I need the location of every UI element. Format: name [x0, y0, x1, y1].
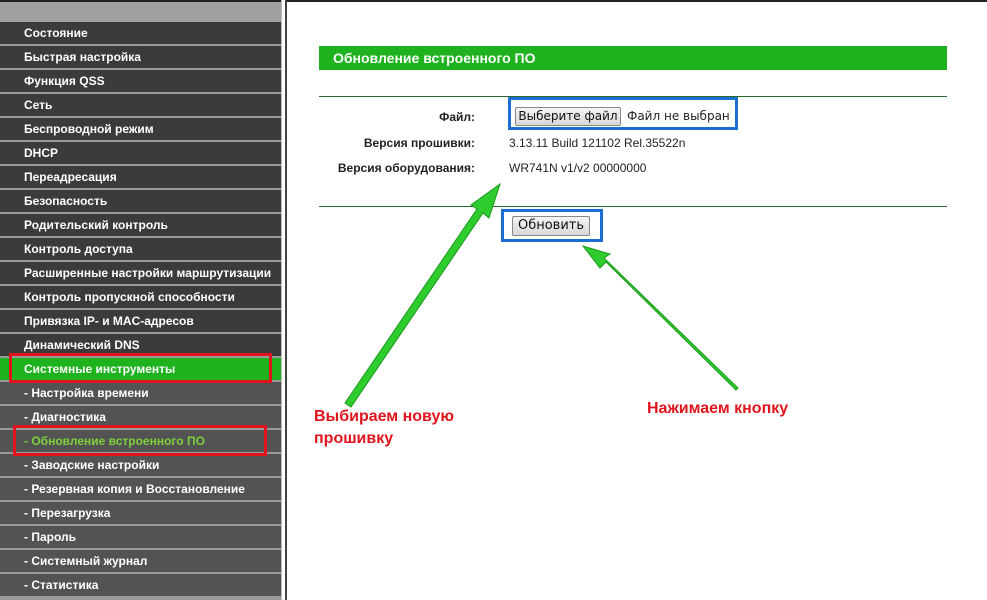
sidebar-item[interactable]: Безопасность	[0, 190, 281, 212]
sidebar-item[interactable]: Беспроводной режим	[0, 118, 281, 140]
hardware-version-value: WR741N v1/v2 00000000	[509, 161, 647, 175]
arrow-icon	[344, 182, 501, 408]
sidebar-item[interactable]: - Системный журнал	[0, 550, 281, 572]
arrow-icon	[581, 245, 739, 391]
file-label: Файл:	[439, 110, 475, 124]
sidebar-item[interactable]: Быстрая настройка	[0, 46, 281, 68]
sidebar-item[interactable]: Контроль доступа	[0, 238, 281, 260]
annotation-press-button: Нажимаем кнопку	[647, 400, 789, 417]
divider	[319, 96, 947, 97]
sidebar-item[interactable]: - Перезагрузка	[0, 502, 281, 524]
sidebar-item[interactable]: - Настройка времени	[0, 382, 281, 404]
firmware-version-value: 3.13.11 Build 121102 Rel.35522n	[509, 136, 686, 150]
sidebar-item[interactable]: Родительский контроль	[0, 214, 281, 236]
highlight-firmware-update	[13, 425, 267, 456]
highlight-system-tools	[9, 353, 272, 383]
sidebar-item[interactable]: - Статистика	[0, 574, 281, 596]
annotation-choose-firmware: Выбираем новую прошивку	[314, 408, 455, 447]
sidebar-item[interactable]: DHCP	[0, 142, 281, 164]
no-file-text: Файл не выбран	[627, 109, 730, 123]
update-button[interactable]: Обновить	[512, 216, 590, 236]
sidebar-item[interactable]: - Пароль	[0, 526, 281, 548]
sidebar-item[interactable]: Привязка IP- и MAC-адресов	[0, 310, 281, 332]
sidebar-item[interactable]: - Обновление встроенного ПО	[0, 430, 281, 452]
choose-file-button[interactable]: Выберите файл	[515, 107, 621, 126]
sidebar-item[interactable]: Сеть	[0, 94, 281, 116]
sidebar-item[interactable]: Контроль пропускной способности	[0, 286, 281, 308]
divider	[319, 206, 947, 207]
sidebar-item[interactable]: - Заводские настройки	[0, 454, 281, 476]
sidebar-item[interactable]: Состояние	[0, 22, 281, 44]
top-border	[287, 0, 987, 2]
sidebar-item[interactable]: Функция QSS	[0, 70, 281, 92]
highlight-update-button	[501, 209, 603, 242]
sidebar-item[interactable]: Переадресация	[0, 166, 281, 188]
sidebar-item[interactable]: - Диагностика	[0, 406, 281, 428]
divider	[281, 0, 287, 600]
sidebar-item[interactable]: - Резервная копия и Восстановление	[0, 478, 281, 500]
sidebar-item[interactable]: Системные инструменты	[0, 358, 281, 380]
sidebar-item[interactable]: Динамический DNS	[0, 334, 281, 356]
highlight-file-input	[508, 97, 738, 130]
firmware-version-label: Версия прошивки:	[363, 136, 475, 150]
page-title: Обновление встроенного ПО	[319, 46, 947, 70]
sidebar-item[interactable]: Расширенные настройки маршрутизации	[0, 262, 281, 284]
hardware-version-label: Версия оборудования:	[337, 161, 475, 175]
sidebar-header	[0, 2, 281, 22]
